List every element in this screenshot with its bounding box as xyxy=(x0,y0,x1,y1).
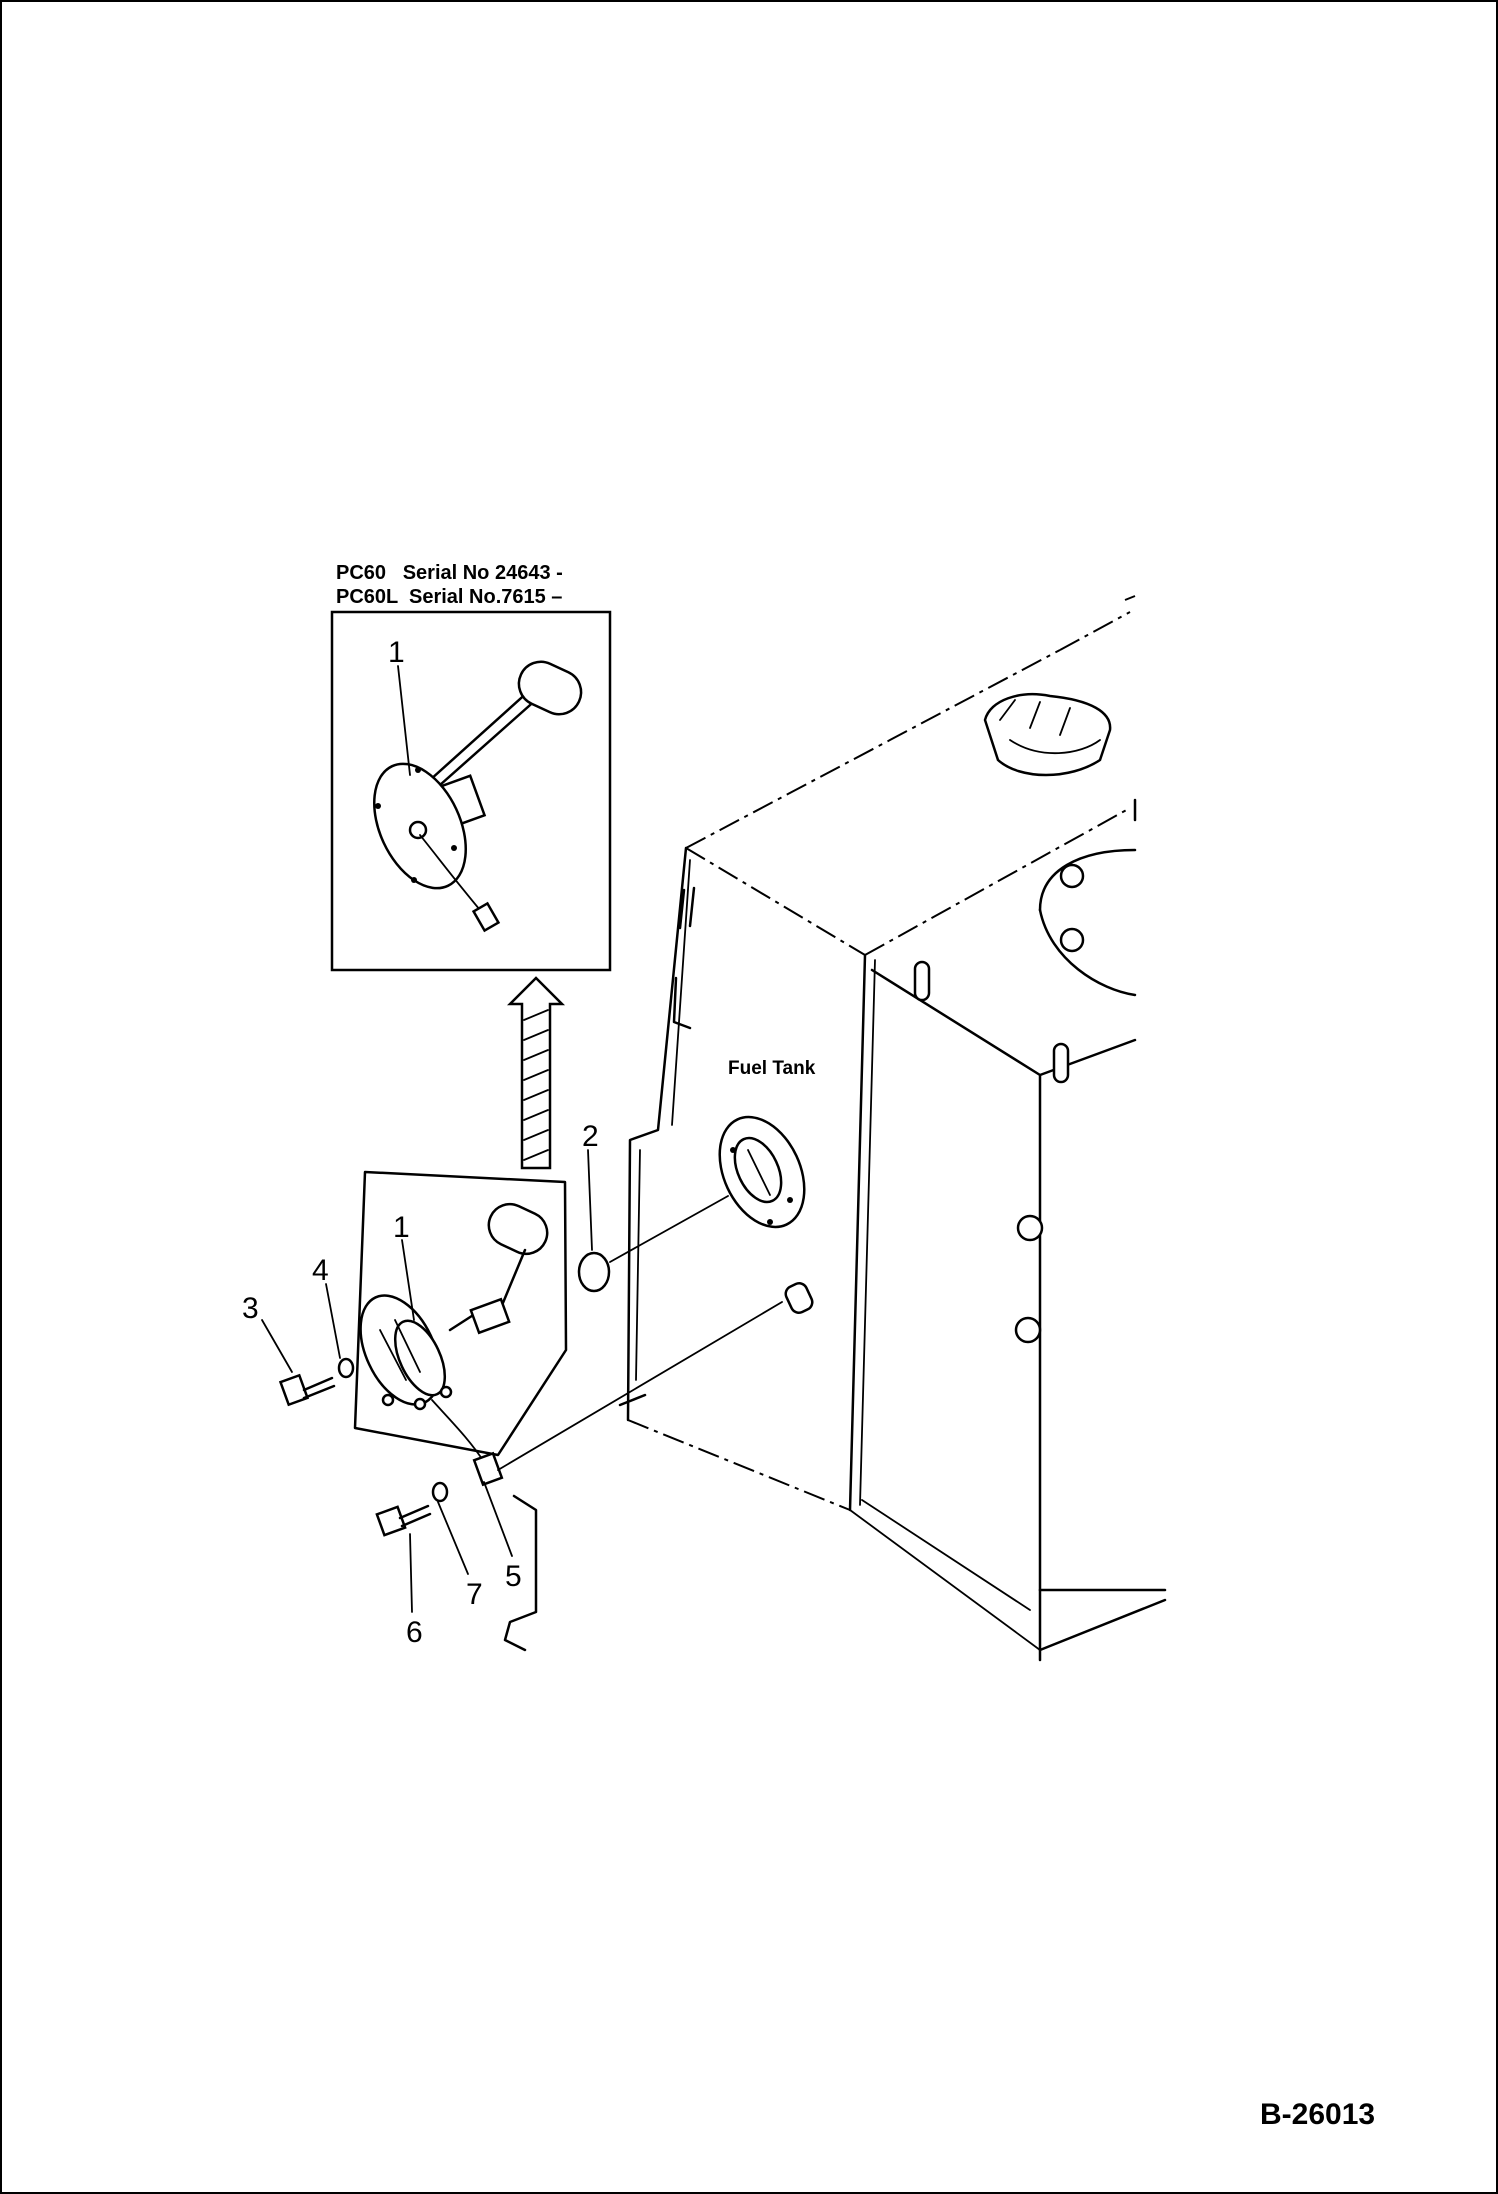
up-arrow-icon xyxy=(506,976,566,1170)
exploded-panel xyxy=(353,1170,568,1487)
o-ring xyxy=(577,1251,611,1293)
bolt-3 xyxy=(278,1373,336,1407)
callout-5: 5 xyxy=(505,1560,522,1593)
serial-line-pc60: PC60 Serial No 24643 - xyxy=(336,562,563,584)
leader-lines xyxy=(261,665,593,1613)
callout-4: 4 xyxy=(312,1254,329,1287)
serial-line-pc60l: PC60L Serial No.7615 – xyxy=(336,586,562,608)
callout-1-inset: 1 xyxy=(388,636,405,669)
fuel-tank-label: Fuel Tank xyxy=(728,1058,816,1079)
callout-2: 2 xyxy=(582,1120,599,1153)
washer-7 xyxy=(431,1481,449,1503)
callout-6: 6 xyxy=(406,1616,423,1649)
fuel-tank xyxy=(618,595,1167,1662)
drawing-code: B-26013 xyxy=(1260,2098,1375,2131)
callout-7: 7 xyxy=(466,1578,483,1611)
wire-harness xyxy=(503,1494,538,1652)
callout-3: 3 xyxy=(242,1292,259,1325)
serial-note: PC60 Serial No 24643 - PC60L Serial No.7… xyxy=(336,562,563,608)
bolt-6 xyxy=(375,1504,432,1537)
callout-1: 1 xyxy=(393,1211,410,1244)
inset-panel xyxy=(330,610,612,972)
washer-4 xyxy=(337,1357,355,1379)
